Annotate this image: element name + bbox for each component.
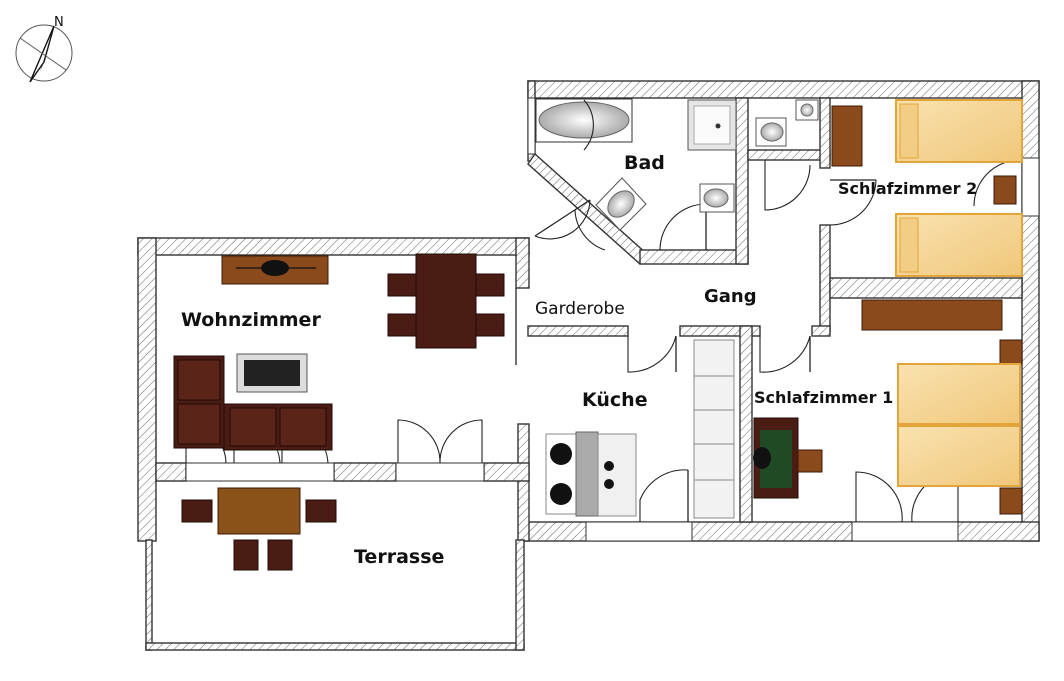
windows [185, 97, 1040, 542]
nightstand-bedroom1-top [999, 339, 1023, 365]
kitchen-sink [597, 433, 637, 517]
bathtub [535, 98, 633, 143]
room-label-bad: Bad [624, 152, 665, 174]
sink-bath [595, 177, 647, 231]
stove [545, 431, 599, 517]
terrace-table-set [181, 487, 337, 571]
bed-bedroom2-top [895, 99, 1023, 163]
sofa [173, 355, 333, 451]
nightstand-bedroom2 [993, 175, 1017, 205]
toilet-bath [699, 183, 735, 213]
bed-bedroom1-bottom [897, 425, 1021, 487]
wc-sink [795, 99, 819, 121]
wc-toilet [755, 117, 787, 147]
kitchen-counter-right [693, 339, 735, 519]
tv-screen [236, 353, 308, 393]
wardrobe-bedroom1 [861, 299, 1003, 331]
walls [137, 80, 1040, 651]
bed-bedroom2-bottom [895, 213, 1023, 277]
tv-sideboard [221, 255, 329, 285]
room-label-kueche: Küche [582, 389, 648, 411]
chair-bedroom1 [797, 449, 823, 473]
wardrobe-bedroom2 [831, 105, 863, 167]
compass-north-arrow-icon [15, 24, 73, 83]
room-label-terrasse: Terrasse [354, 546, 444, 568]
room-label-garderobe: Garderobe [535, 299, 625, 319]
compass-label: N [54, 15, 64, 30]
bed-bedroom1-top [897, 363, 1021, 425]
room-label-wohnzimmer: Wohnzimmer [181, 309, 321, 331]
room-label-schlafzimmer1: Schlafzimmer 1 [754, 388, 893, 407]
bath-curtain-arc [583, 99, 594, 151]
nightstand-bedroom1-bottom [999, 487, 1023, 515]
desk-bedroom1 [753, 417, 799, 499]
dining-table-living [387, 253, 505, 349]
shower-tray [687, 99, 737, 151]
room-label-gang: Gang [704, 286, 757, 307]
room-label-schlafzimmer2: Schlafzimmer 2 [838, 179, 977, 198]
